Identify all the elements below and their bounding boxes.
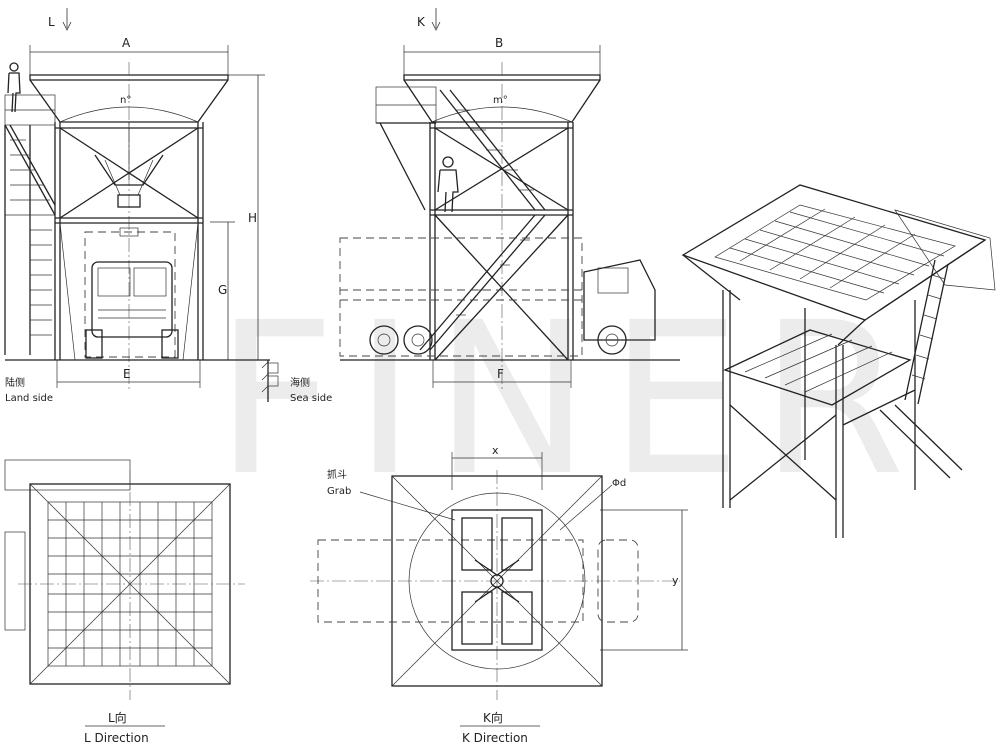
isometric-view <box>681 184 996 538</box>
view-arrow-l-head <box>62 21 72 31</box>
view-arrow-k-label: K <box>417 15 426 29</box>
phi-d-label: Φd <box>612 478 626 489</box>
dim-f-label: F <box>497 367 504 381</box>
grab-plan <box>451 509 543 651</box>
grab-cn-label: 抓斗 <box>327 468 347 481</box>
iso-top-grating <box>729 208 945 294</box>
operator-figure-l-view <box>7 62 21 113</box>
dim-x-label: x <box>492 444 499 457</box>
iso-lower-platform <box>723 329 912 406</box>
dim-a-label: A <box>122 36 131 50</box>
access-stair-l-view <box>4 94 56 355</box>
k-side-elevation-view: K B m° <box>339 8 680 392</box>
dim-e-label: E <box>123 367 131 381</box>
k-direction-cn-label: K向 <box>483 710 503 725</box>
dim-h-label: H <box>248 211 257 225</box>
truck-side-view <box>339 237 656 357</box>
l-direction-en-label: L Direction <box>84 731 149 745</box>
sea-side-cn-label: 海侧 <box>290 376 310 389</box>
operator-figure-k-view <box>437 156 459 213</box>
k-direction-plan-view: x 抓斗 Grab Φd y <box>310 444 688 745</box>
view-arrow-k-head <box>431 21 441 31</box>
angle-n-label: n° <box>120 95 131 106</box>
iso-stair <box>879 209 996 479</box>
quay-wall <box>261 360 279 402</box>
truck-plan-outline <box>317 539 639 623</box>
watermark: FINER <box>215 277 923 522</box>
sea-side-en-label: Sea side <box>290 393 332 404</box>
grab-side-view <box>94 122 164 208</box>
l-direction-cn-label: L向 <box>108 710 127 725</box>
dim-y-label: y <box>672 574 679 587</box>
land-side-en-label: Land side <box>5 393 53 404</box>
land-side-cn-label: 陆侧 <box>5 376 25 389</box>
plan-platform-top <box>4 459 131 491</box>
view-arrow-l-label: L <box>48 15 55 29</box>
plan-stair-left <box>4 531 26 631</box>
access-stair-k-view <box>375 86 546 351</box>
dim-b-label: B <box>495 36 503 50</box>
phi-d-leader <box>559 484 613 531</box>
dim-g-label: G <box>218 283 227 297</box>
l-direction-plan-view: L向 L Direction <box>4 459 245 745</box>
angle-m-label: m° <box>493 95 508 106</box>
truck-front-view <box>84 227 179 359</box>
l-side-elevation-view: L A n° <box>4 8 332 404</box>
grab-en-label: Grab <box>327 486 351 497</box>
grab-leader <box>359 491 456 521</box>
k-direction-en-label: K Direction <box>462 731 528 745</box>
